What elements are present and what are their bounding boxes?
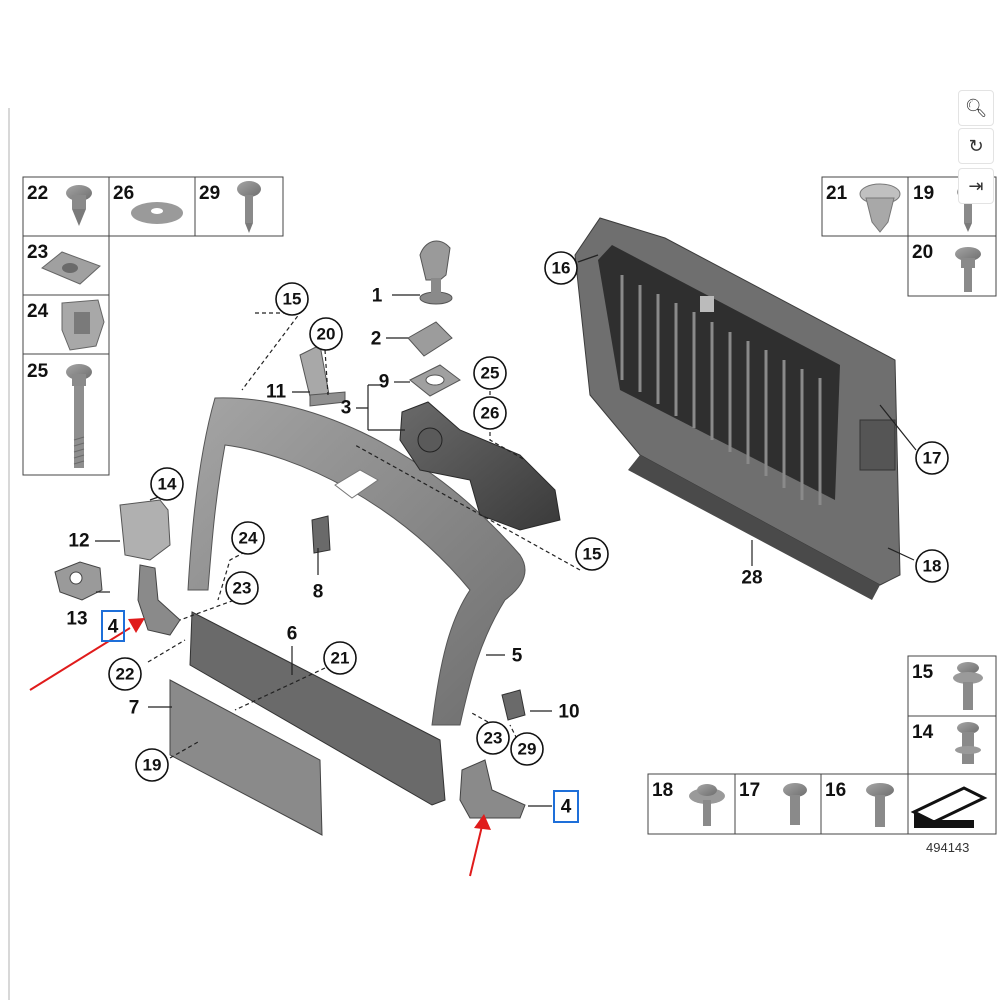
collapse-panel-button[interactable]: ⇥: [958, 168, 994, 204]
callout-23-right: 23: [484, 729, 503, 748]
mascot-1: [419, 240, 453, 305]
callout-16: 16: [552, 259, 571, 278]
callout-24: 24: [239, 529, 258, 548]
legend-22: 22: [27, 183, 48, 204]
diagram-reference-number: 494143: [926, 840, 969, 855]
clip-10: [501, 689, 526, 721]
label-2: 2: [371, 329, 382, 350]
plate-holder-6: [189, 611, 446, 806]
label-12: 12: [68, 531, 89, 552]
bracket-14: [119, 499, 171, 561]
legend-25: 25: [27, 361, 49, 382]
callout-18: 18: [923, 557, 942, 576]
clip-24-icon: [61, 299, 105, 351]
search-icon: 🔍︎: [964, 97, 988, 119]
callout-19: 19: [143, 756, 162, 775]
grille-28: [574, 217, 901, 600]
callout-23-left: 23: [233, 579, 252, 598]
callout-21: 21: [331, 649, 350, 668]
callout-17: 17: [923, 449, 942, 468]
legend-15: 15: [912, 662, 934, 683]
clip-21-icon: [859, 183, 901, 233]
label-7: 7: [129, 698, 140, 719]
callout-29: 29: [518, 740, 537, 759]
label-28: 28: [741, 568, 762, 589]
bracket-11: [299, 344, 346, 407]
label-1: 1: [372, 286, 383, 307]
legend-right-bottom: [647, 655, 997, 835]
legend-23: 23: [27, 242, 48, 263]
legend-24: 24: [27, 301, 49, 322]
legend-16: 16: [825, 780, 846, 801]
collapse-panel-icon: ⇥: [968, 175, 984, 197]
label-8: 8: [313, 582, 324, 603]
leader-lines: [95, 254, 917, 807]
screw-16-icon: [866, 783, 894, 827]
corner-trim-4-left: [137, 564, 181, 636]
bolt-25-icon: [66, 364, 92, 468]
callout-14: 14: [158, 475, 177, 494]
legend-17: 17: [739, 780, 760, 801]
callout-25: 25: [481, 364, 500, 383]
screw-29-icon: [237, 181, 261, 233]
rotate-button[interactable]: ↻: [958, 128, 994, 164]
legend-26: 26: [113, 183, 134, 204]
badge-8: [311, 515, 331, 554]
screw-18-icon: [689, 784, 725, 826]
sensor-13: [54, 561, 103, 601]
label-9: 9: [379, 372, 390, 393]
corner-trim-4-right: [459, 759, 526, 819]
legend-left-parts: [41, 181, 261, 468]
legend-20: 20: [912, 242, 933, 263]
label-3: 3: [341, 398, 352, 419]
legend-14: 14: [912, 722, 934, 743]
screw-22-icon: [66, 185, 92, 226]
callout-20: 20: [317, 325, 336, 344]
mechanism-3: [399, 401, 561, 531]
callout-15-right: 15: [583, 545, 602, 564]
callout-22: 22: [116, 665, 135, 684]
screw-15-icon: [953, 662, 983, 710]
legend-19: 19: [913, 183, 934, 204]
bumper-frame-5: [187, 397, 526, 726]
ring-9: [409, 364, 461, 397]
red-arrows: [29, 618, 491, 877]
cap-2: [407, 321, 453, 357]
screw-14-icon: [955, 722, 981, 764]
label-4-left: 4: [108, 617, 119, 638]
legend-21: 21: [826, 183, 848, 204]
callout-15-top: 15: [283, 290, 302, 309]
label-5: 5: [512, 646, 523, 667]
legend-29: 29: [199, 183, 220, 204]
rotate-icon: ↻: [968, 135, 984, 157]
callout-circles: [108, 251, 949, 782]
screw-17-icon: [783, 783, 807, 825]
label-6: 6: [287, 624, 298, 645]
callout-26: 26: [481, 404, 500, 423]
washer-26-icon: [131, 202, 183, 224]
label-11: 11: [266, 382, 287, 403]
label-10: 10: [558, 702, 579, 723]
label-13: 13: [66, 609, 87, 630]
plate-7: [169, 679, 323, 836]
search-button[interactable]: 🔍︎: [958, 90, 994, 126]
arrow-symbol-icon: [910, 786, 988, 828]
screw-20-icon: [955, 247, 981, 292]
legend-right-top: [821, 176, 997, 297]
highlight-boxes: [101, 610, 579, 823]
legend-18: 18: [652, 780, 673, 801]
legend-left: [22, 176, 284, 476]
clip-nut-23-icon: [41, 251, 101, 285]
label-4-right: 4: [561, 797, 572, 818]
